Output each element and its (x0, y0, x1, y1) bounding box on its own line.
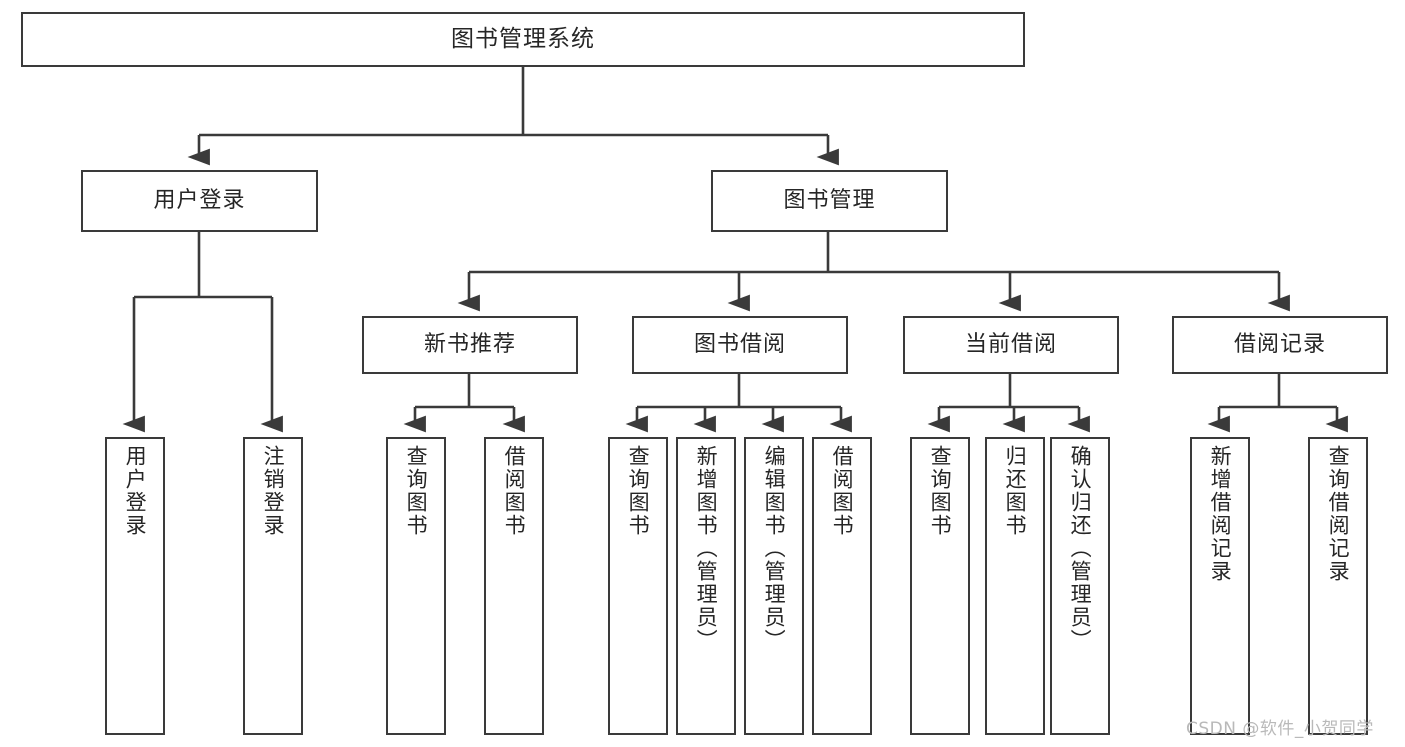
node-leaf-add-book-label: 新增图书（管理员） (694, 445, 719, 652)
node-user-login[interactable]: 用户登录 (81, 170, 318, 232)
node-borrow-record-label: 借阅记录 (1233, 331, 1326, 357)
node-leaf-query-book-rec-label: 查询图书 (404, 445, 429, 537)
node-leaf-user-login[interactable]: 用户登录 (105, 437, 165, 735)
node-current-borrow[interactable]: 当前借阅 (903, 316, 1119, 374)
node-leaf-query-book-cur[interactable]: 查询图书 (910, 437, 970, 735)
node-leaf-confirm-return-label: 确认归还（管理员） (1068, 445, 1093, 652)
node-root[interactable]: 图书管理系统 (21, 12, 1025, 67)
node-leaf-add-book[interactable]: 新增图书（管理员） (676, 437, 736, 735)
node-leaf-edit-book[interactable]: 编辑图书（管理员） (744, 437, 804, 735)
node-root-label: 图书管理系统 (451, 25, 595, 52)
node-leaf-logout-login-label: 注销登录 (261, 445, 286, 537)
node-leaf-add-record-label: 新增借阅记录 (1208, 445, 1233, 583)
node-leaf-return-book-label: 归还图书 (1003, 445, 1028, 537)
node-leaf-query-book-cur-label: 查询图书 (928, 445, 953, 537)
node-book-manage[interactable]: 图书管理 (711, 170, 948, 232)
node-leaf-borrow-book-rec-label: 借阅图书 (502, 445, 527, 537)
node-leaf-edit-book-label: 编辑图书（管理员） (762, 445, 787, 652)
node-leaf-borrow-book-rec[interactable]: 借阅图书 (484, 437, 544, 735)
node-user-login-label: 用户登录 (153, 187, 246, 213)
node-leaf-borrow-book[interactable]: 借阅图书 (812, 437, 872, 735)
node-book-manage-label: 图书管理 (783, 187, 876, 213)
watermark: CSDN @软件_小贺同学 (1186, 719, 1374, 739)
node-new-book-rec-label: 新书推荐 (423, 331, 516, 357)
node-leaf-query-book-borrow-label: 查询图书 (626, 445, 651, 537)
node-leaf-query-book-borrow[interactable]: 查询图书 (608, 437, 668, 735)
node-leaf-user-login-label: 用户登录 (123, 445, 148, 537)
node-book-borrow-label: 图书借阅 (693, 331, 786, 357)
node-leaf-add-record[interactable]: 新增借阅记录 (1190, 437, 1250, 735)
node-leaf-logout-login[interactable]: 注销登录 (243, 437, 303, 735)
node-book-borrow[interactable]: 图书借阅 (632, 316, 848, 374)
node-leaf-return-book[interactable]: 归还图书 (985, 437, 1045, 735)
node-leaf-borrow-book-label: 借阅图书 (830, 445, 855, 537)
node-leaf-query-book-rec[interactable]: 查询图书 (386, 437, 446, 735)
node-borrow-record[interactable]: 借阅记录 (1172, 316, 1388, 374)
node-leaf-confirm-return[interactable]: 确认归还（管理员） (1050, 437, 1110, 735)
node-new-book-rec[interactable]: 新书推荐 (362, 316, 578, 374)
node-leaf-query-record-label: 查询借阅记录 (1326, 445, 1351, 583)
node-leaf-query-record[interactable]: 查询借阅记录 (1308, 437, 1368, 735)
node-current-borrow-label: 当前借阅 (964, 331, 1057, 357)
